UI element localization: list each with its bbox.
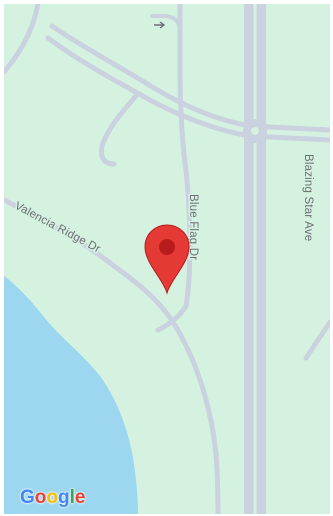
logo-letter: o (46, 487, 58, 508)
google-logo: Google (20, 488, 85, 507)
road-segment (4, 4, 41, 75)
map-canvas[interactable]: Valencia Ridge Dr Blue Flag Dr Blazing S… (4, 4, 330, 514)
minor-roads (4, 4, 330, 514)
label-blazing-star: Blazing Star Ave (302, 154, 314, 241)
logo-letter: g (58, 487, 70, 508)
logo-letter: G (20, 487, 35, 508)
logo-letter: e (74, 487, 86, 508)
one-way-arrow-icon (154, 21, 166, 29)
location-pin-icon[interactable] (144, 224, 190, 295)
logo-letter: o (34, 487, 47, 508)
road-blue-flag (155, 4, 193, 333)
major-road-vertical (243, 4, 267, 514)
road-valencia-ridge (4, 197, 221, 514)
map-viewport[interactable]: Valencia Ridge Dr Blue Flag Dr Blazing S… (4, 4, 330, 514)
major-road-diagonal (45, 23, 330, 143)
road-segment (303, 319, 330, 361)
lake-water (4, 276, 138, 514)
road-segment (99, 93, 139, 167)
logo-letter: l (69, 487, 75, 508)
